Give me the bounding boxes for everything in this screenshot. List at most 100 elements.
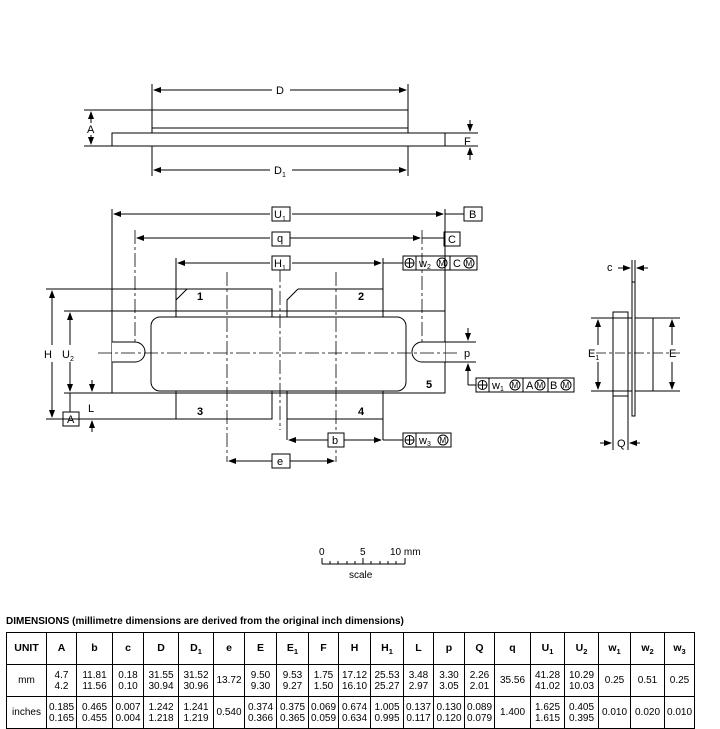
cell-value: 0.120 [436,712,462,724]
flange-outline [111,132,446,147]
side-view [84,84,478,176]
lead-4 [286,390,384,420]
table-cell: 0.25 [598,664,631,697]
cell-value: 0.634 [341,712,368,724]
pin-4-label: 4 [358,406,365,418]
cell-value: 2.26 [469,669,490,681]
table-header-cell: H [338,632,371,665]
cell-value: 1.005 [374,701,400,713]
scale-bar [321,558,406,565]
dim-H-label: H [44,349,52,361]
cell-value: 0.165 [48,712,75,724]
scale-label-10: 10 mm [390,547,421,558]
cell-value: 0.10 [118,680,138,692]
cell-value: 3.48 [408,669,429,681]
cell-value: 1.219 [183,712,209,724]
header-symbol: E [286,642,294,654]
table-header-cell: w2 [630,632,665,665]
cell-value: 0.51 [637,675,658,686]
dim-A-label: A [87,124,95,136]
header-subscript: 2 [583,647,588,656]
header-symbol: Q [475,642,484,654]
cell-value: 10.03 [568,680,595,692]
cell-value: 0.405 [568,701,595,713]
cell-value: 30.94 [148,680,174,692]
unit-cell: inches [6,696,47,729]
cell-value: 1.50 [313,680,334,692]
table-header-cell: D1 [178,632,214,665]
table-header-cell: E1 [276,632,309,665]
datum-A-box [62,411,80,427]
cell-value: 0.059 [310,712,337,724]
table-header-cell: Q [464,632,495,665]
dim-D-label: D [276,85,284,97]
datum-B-label: B [469,209,476,221]
cell-value: 9.53 [282,669,303,681]
datum-B-box [463,206,483,222]
cell-value: 0.25 [604,675,625,686]
cell-value: 4.2 [54,680,69,692]
cell-value: 0.137 [405,701,432,713]
header-symbol: c [125,642,131,654]
table-header-cell: D [143,632,179,665]
dim-p-label: p [464,348,470,360]
dim-q-label: q [277,233,283,245]
top-view [46,206,575,469]
fcf-w3-frame [402,432,452,448]
header-symbol: D [190,642,198,654]
svg-text:C: C [453,258,461,270]
end-view [591,260,680,450]
cell-value: 4.7 [54,669,69,681]
mounting-slot-right [411,341,445,363]
header-symbol: q [509,642,516,654]
svg-text:M: M [440,436,447,445]
dim-E-label: E [669,348,676,360]
pin-2-label: 2 [358,291,364,303]
scale-caption: scale [349,570,373,581]
scale-label-5: 5 [360,547,366,558]
cell-value: 0.130 [436,701,462,713]
lead-2 [286,288,384,317]
body-outline [150,316,407,392]
cell-value: 0.375 [279,701,306,713]
mounting-slot-left [112,341,146,363]
table-header-cell: L [403,632,434,665]
header-symbol: b [91,642,98,654]
cell-value: 0.365 [279,712,306,724]
dim-E1-label: E1 [588,348,599,362]
svg-text:M: M [439,259,446,268]
svg-text:w3: w3 [418,435,431,448]
header-subscript: 3 [681,647,686,656]
dim-D1-label: D1 [274,165,286,179]
body-outline [151,109,409,134]
cell-value: 0.079 [466,712,493,724]
cell-value: 3.05 [439,680,459,692]
datum-C-box [443,231,461,247]
cell-value: 1.400 [499,707,526,718]
table-header-cell: p [433,632,465,665]
cell-value: 17.12 [341,669,368,681]
header-subscript: 1 [616,647,621,656]
cell-value: 13.72 [216,675,242,686]
cell-value: 9.27 [282,680,303,692]
dim-b-label: b [332,435,338,447]
table-header-cell: c [112,632,144,665]
header-symbol: F [320,642,327,654]
cell-value: 31.55 [148,669,174,681]
header-symbol: w [673,642,682,654]
cell-value: 0.18 [118,669,138,681]
